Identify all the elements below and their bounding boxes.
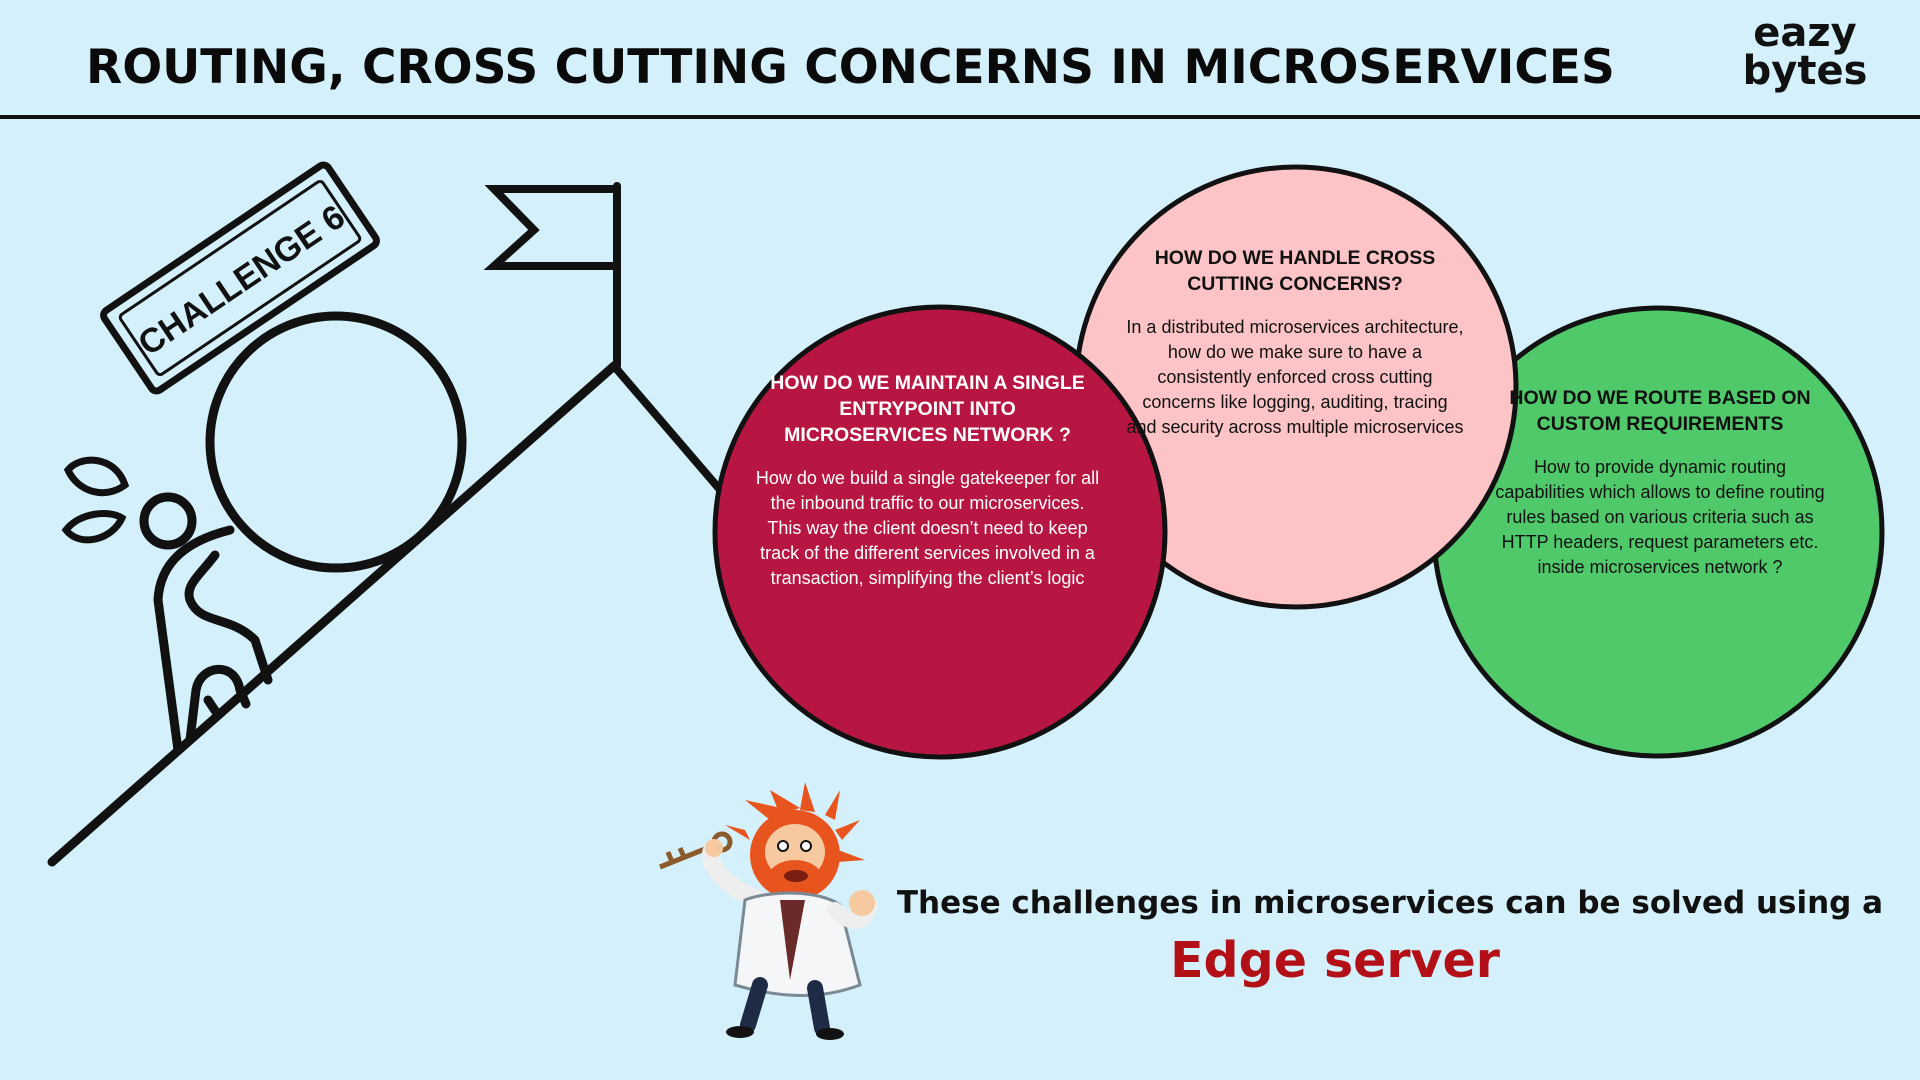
cross-cutting-question: HOW DO WE HANDLE CROSS CUTTING CONCERNS? <box>1154 247 1436 295</box>
entrypoint-question: HOW DO WE MAINTAIN A SINGLE ENTRYPOINT I… <box>770 372 1085 446</box>
entrypoint-answer: How do we build a single gatekeeper for … <box>755 468 1100 588</box>
header-divider <box>0 115 1920 119</box>
conclusion-text: These challenges in microservices can be… <box>896 885 1884 921</box>
flag-icon <box>483 182 621 370</box>
routing-card: HOW DO WE ROUTE BASED ON CUSTOM REQUIREM… <box>1490 385 1830 580</box>
scientist-with-key-icon <box>659 782 878 1040</box>
cross-cutting-answer: In a distributed microservices architect… <box>1126 317 1464 437</box>
hill-slope <box>47 361 619 867</box>
entrypoint-card: HOW DO WE MAINTAIN A SINGLE ENTRYPOINT I… <box>755 370 1100 591</box>
sweat-drops-icon <box>61 456 130 544</box>
logo-line-2: bytes <box>1742 48 1868 94</box>
boulder <box>205 311 467 573</box>
page-title: ROUTING, CROSS CUTTING CONCERNS IN MICRO… <box>86 40 1615 95</box>
edge-server-highlight: Edge server <box>1170 932 1500 989</box>
person-head <box>139 492 197 550</box>
logo-line-1: eazy <box>1753 10 1857 56</box>
routing-answer: How to provide dynamic routing capabilit… <box>1495 457 1825 577</box>
cross-cutting-card: HOW DO WE HANDLE CROSS CUTTING CONCERNS?… <box>1125 245 1465 440</box>
sisyphus-figure <box>139 492 273 755</box>
hill-descent <box>610 362 726 496</box>
routing-question: HOW DO WE ROUTE BASED ON CUSTOM REQUIREM… <box>1509 387 1811 435</box>
brand-logo: eazy bytes <box>1735 10 1875 94</box>
circle-entrypoint <box>712 304 1168 760</box>
